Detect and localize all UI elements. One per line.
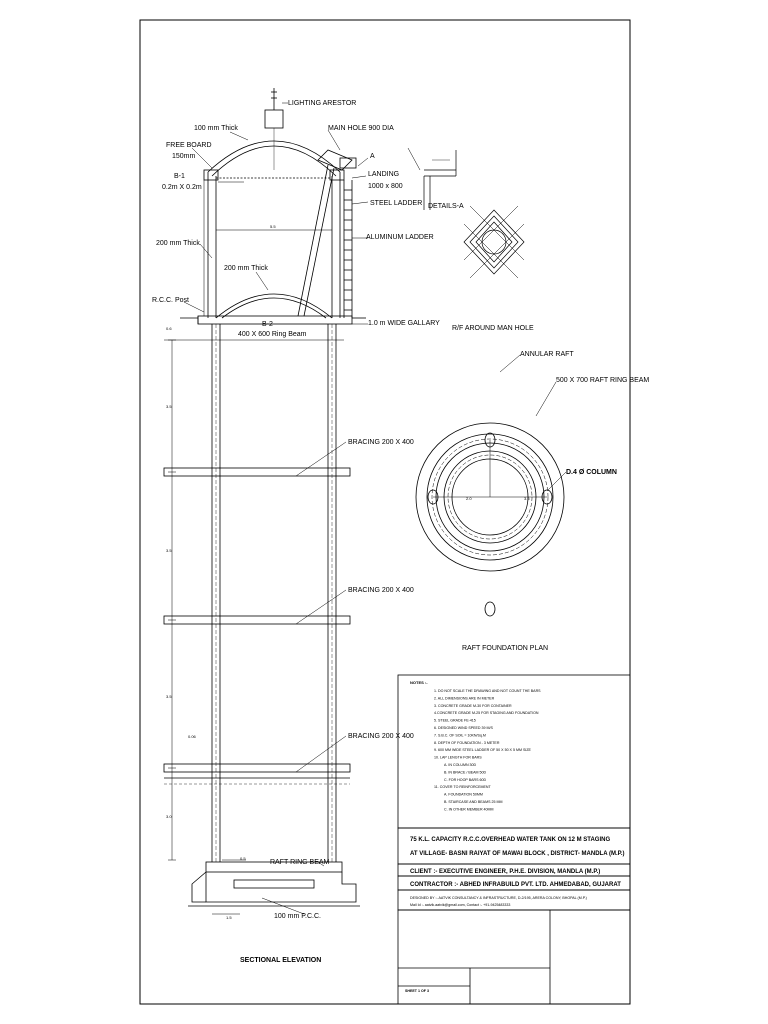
title-designer-1: DESIGNED BY :- AATVIK CONSULTANCY & INFR… [410,896,587,900]
title-designer-2: Mail Id :- aatvik.aatvik@gmail.com, Cont… [410,903,510,907]
label-pcc: 100 mm P.C.C. [274,913,321,920]
label-free-board: FREE BOARD [166,142,212,149]
note-item: 1. DO NOT SCALE THE DRAWING AND NOT COUN… [434,689,541,693]
note-item: 8. DEPTH OF FOUNDATION - 3 METER [434,741,500,745]
bracing-1 [163,467,351,477]
notes-heading: NOTES :- [410,680,428,685]
sectional-elevation [163,88,369,915]
note-item: 11. COVER TO REINFORCEMENT [434,785,492,789]
ring-beam [197,315,353,325]
note-item: 5. STEEL GRADE FE-415 [434,719,476,723]
label-b1: B-1 [174,173,185,180]
label-steel-ladder: STEEL LADDER [370,200,422,207]
note-item: A. IN COLUMN 30D [444,763,477,767]
dim-d1: 0.6 [166,326,172,331]
note-item: 3. CONCRETE GRADE M-30 FOR CONTAINER [434,704,512,708]
note-item: 7. S.B.C. OF SOIL = 10KN/Sq.M [434,733,486,737]
note-item: B. STAIRCASE AND BEAMS 25 MM [444,800,502,804]
note-item: C. IN OTHER MEMBER 40MM [444,807,494,811]
raft-ring-beam [205,861,343,873]
bottom-dome [215,293,333,319]
label-annular-raft: ANNULAR RAFT [520,351,574,358]
label-column: D.4 Ø COLUMN [566,469,617,476]
column-south [484,601,496,617]
title-contractor: CONTRACTOR :- ABHED INFRABUILD PVT. LTD.… [410,882,621,888]
note-item: 9. 600 MM WIDE STEEL LADDER OF 50 X 50 X… [434,748,532,752]
steel-ladder [343,180,353,318]
label-wall-thick: 200 mm Thick [156,240,200,247]
label-free-board-value: 150mm [172,153,196,160]
raft-footing [205,872,357,903]
label-rf-manhole: R/F AROUND MAN HOLE [452,325,534,332]
label-raft-ring-beam-size: 500 X 700 RAFT RING BEAM [556,377,649,384]
dim-h4: 3.0 [166,814,172,819]
label-bracing-2: BRACING 200 X 400 [348,587,414,594]
note-item: 6. DESIGNED WIND SPEED 39 M/S [434,726,494,730]
title-sheet: SHEET 1 OF 3 [405,989,429,993]
label-bracing-3: BRACING 200 X 400 [348,733,414,740]
rf-manhole-detail [463,205,525,279]
lightning-arrestor [264,109,284,129]
note-item: C. FOR HOOP BARS 60D [444,778,486,782]
raft-foundation-plan [415,354,567,617]
label-gallary: 1.0 m WIDE GALLARY [368,320,440,327]
label-ring-beam: 400 X 600 Ring Beam [238,331,307,338]
title-block [397,827,631,1005]
label-a-mark: A [370,153,375,160]
details-a [407,147,457,210]
dim-d2: 5.5 [270,224,276,229]
note-item: 4.CONCRETE GRADE M-25 FOR STAGING AND FO… [434,711,539,715]
note-item: B. IN BRACE / BEAM 50D [444,770,487,774]
dim-h1: 3.5 [166,404,172,409]
bracing-2 [163,615,351,625]
dim-d6: 1.5 [226,915,232,920]
label-details-a: DETAILS-A [428,203,464,210]
dim-d4: 3.5 [524,496,530,501]
note-item: A. FOUNDATION 50MM [444,793,483,797]
label-b2: B-2 [262,321,273,328]
label-b1-size: 0.2m X 0.2m [162,184,202,191]
dim-h3: 3.5 [166,694,172,699]
label-aluminum-ladder: ALUMINUM LADDER [366,234,434,241]
label-lighting-arrestor: LIGHTING ARESTOR [288,100,356,107]
bracing-3 [163,763,351,773]
label-rcc-post: R.C.C. Post [152,297,189,304]
label-sectional-elevation: SECTIONAL ELEVATION [240,957,321,964]
sheet-border [139,19,631,1005]
title-project-1: 75 K.L. CAPACITY R.C.C.OVERHEAD WATER TA… [410,837,610,843]
label-raft-plan: RAFT FOUNDATION PLAN [462,645,548,652]
aluminum-ladder [297,164,329,317]
dim-d3: 2.0 [466,496,472,501]
label-landing: LANDING [368,171,399,178]
note-item: 2. ALL DIMENSIONS ARE IN METER [434,696,495,700]
notes-list: 1. DO NOT SCALE THE DRAWING AND NOT COUN… [434,689,541,811]
label-main-hole: MAIN HOLE 900 DIA [328,125,394,132]
label-landing-size: 1000 x 800 [368,183,403,190]
label-top-thick: 100 mm Thick [194,125,238,132]
dim-h2: 3.5 [166,548,172,553]
landing [339,157,357,169]
title-client: CLIENT :- EXECUTIVE ENGINEER, P.H.E. DIV… [410,869,600,875]
raft-outer-ring [415,422,565,572]
title-project-2: AT VILLAGE- BASNI RAIYAT OF MAWAI BLOCK … [410,851,625,857]
label-raft-ring-beam: RAFT RING BEAM [270,859,330,866]
dim-d7: 0.06 [188,734,197,739]
dim-d5: 0.5 [240,856,246,861]
note-item: 10. LAP LENGTH FOR BARS [434,756,482,760]
label-bracing-1: BRACING 200 X 400 [348,439,414,446]
label-bottom-thick: 200 mm Thick [224,265,268,272]
